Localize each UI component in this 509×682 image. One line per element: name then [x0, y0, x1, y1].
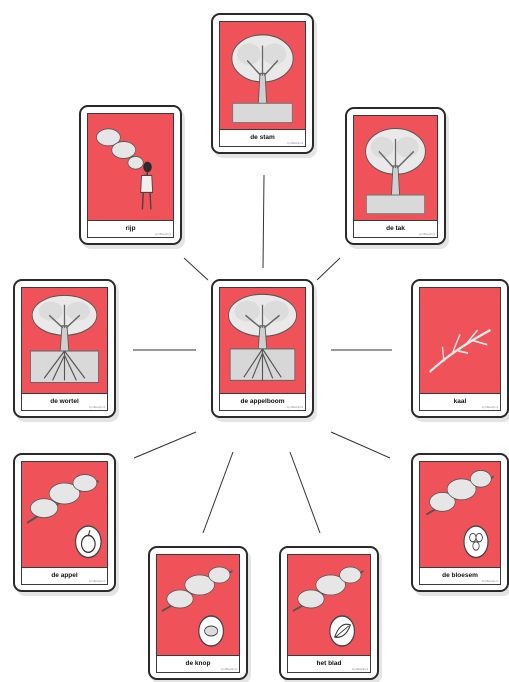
card-label: het blad [287, 656, 371, 673]
connector-line [262, 174, 265, 269]
card-credit: by k5leerlijn.nl [155, 233, 171, 236]
connector-line [133, 431, 197, 459]
card-label: de bloesem [419, 568, 501, 585]
card-kaal[interactable]: kaal by k5leerlijn.nl [411, 279, 509, 418]
card-de-appel[interactable]: de appel by k5leerlijn.nl [13, 453, 116, 592]
card-credit: by k5leerlijn.nl [287, 142, 303, 145]
bud-icon [156, 554, 240, 656]
card-het-blad[interactable]: het blad by k5leerlijn.nl [279, 546, 379, 680]
card-label: de knop [156, 656, 240, 673]
connector-line [316, 257, 341, 281]
leaf-icon [287, 554, 371, 656]
card-label: de tak [353, 221, 438, 238]
card-de-knop[interactable]: de knop by k5leerlijn.nl [148, 546, 248, 680]
card-label: rijp [87, 221, 174, 238]
connector-line [183, 257, 209, 281]
connector-line [330, 431, 391, 459]
girl-picking-apple-icon [87, 113, 174, 221]
card-credit: by k5leerlijn.nl [482, 406, 498, 409]
card-rijp[interactable]: rijp by k5leerlijn.nl [79, 105, 182, 245]
tree-with-roots-icon [219, 287, 306, 394]
connector-line [289, 451, 321, 534]
blossom-icon [419, 461, 501, 568]
card-de-appelboom[interactable]: de appelboom by k5leerlijn.nl [211, 279, 314, 418]
tree-icon [353, 115, 438, 221]
connector-line [202, 451, 234, 534]
card-label: de appel [21, 568, 108, 585]
card-credit: by k5leerlijn.nl [419, 233, 435, 236]
tree-with-roots-icon [21, 287, 108, 394]
card-credit: by k5leerlijn.nl [221, 668, 237, 671]
card-de-wortel[interactable]: de wortel by k5leerlijn.nl [13, 279, 116, 418]
card-label: kaal [419, 394, 501, 411]
card-label: de wortel [21, 394, 108, 411]
card-de-tak[interactable]: de tak by k5leerlijn.nl [345, 107, 446, 245]
card-de-stam[interactable]: de stam by k5leerlijn.nl [211, 13, 314, 154]
tree-icon [219, 21, 306, 130]
card-credit: by k5leerlijn.nl [89, 580, 105, 583]
card-credit: by k5leerlijn.nl [482, 580, 498, 583]
card-credit: by k5leerlijn.nl [287, 406, 303, 409]
apple-icon [21, 461, 108, 568]
card-label: de stam [219, 130, 306, 147]
bare-branch-icon [419, 287, 501, 394]
card-credit: by k5leerlijn.nl [89, 406, 105, 409]
card-de-bloesem[interactable]: de bloesem by k5leerlijn.nl [411, 453, 509, 592]
card-label: de appelboom [219, 394, 306, 411]
card-credit: by k5leerlijn.nl [352, 668, 368, 671]
